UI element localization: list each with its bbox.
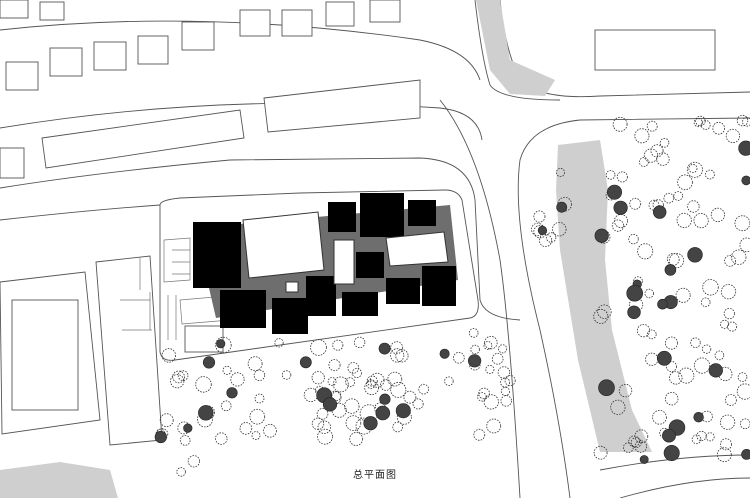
tree-canopy-dark: [154, 140, 750, 464]
grey-strip-south: [0, 462, 118, 498]
parking-area: [163, 237, 231, 353]
main-complex: [193, 193, 458, 334]
tree-canopy: [155, 114, 750, 477]
site-boundary: [159, 189, 479, 361]
buildings-west: [0, 255, 163, 446]
grey-strip-north: [476, 0, 555, 96]
grey-strip-east: [556, 140, 652, 452]
housing-north: [0, 0, 716, 179]
